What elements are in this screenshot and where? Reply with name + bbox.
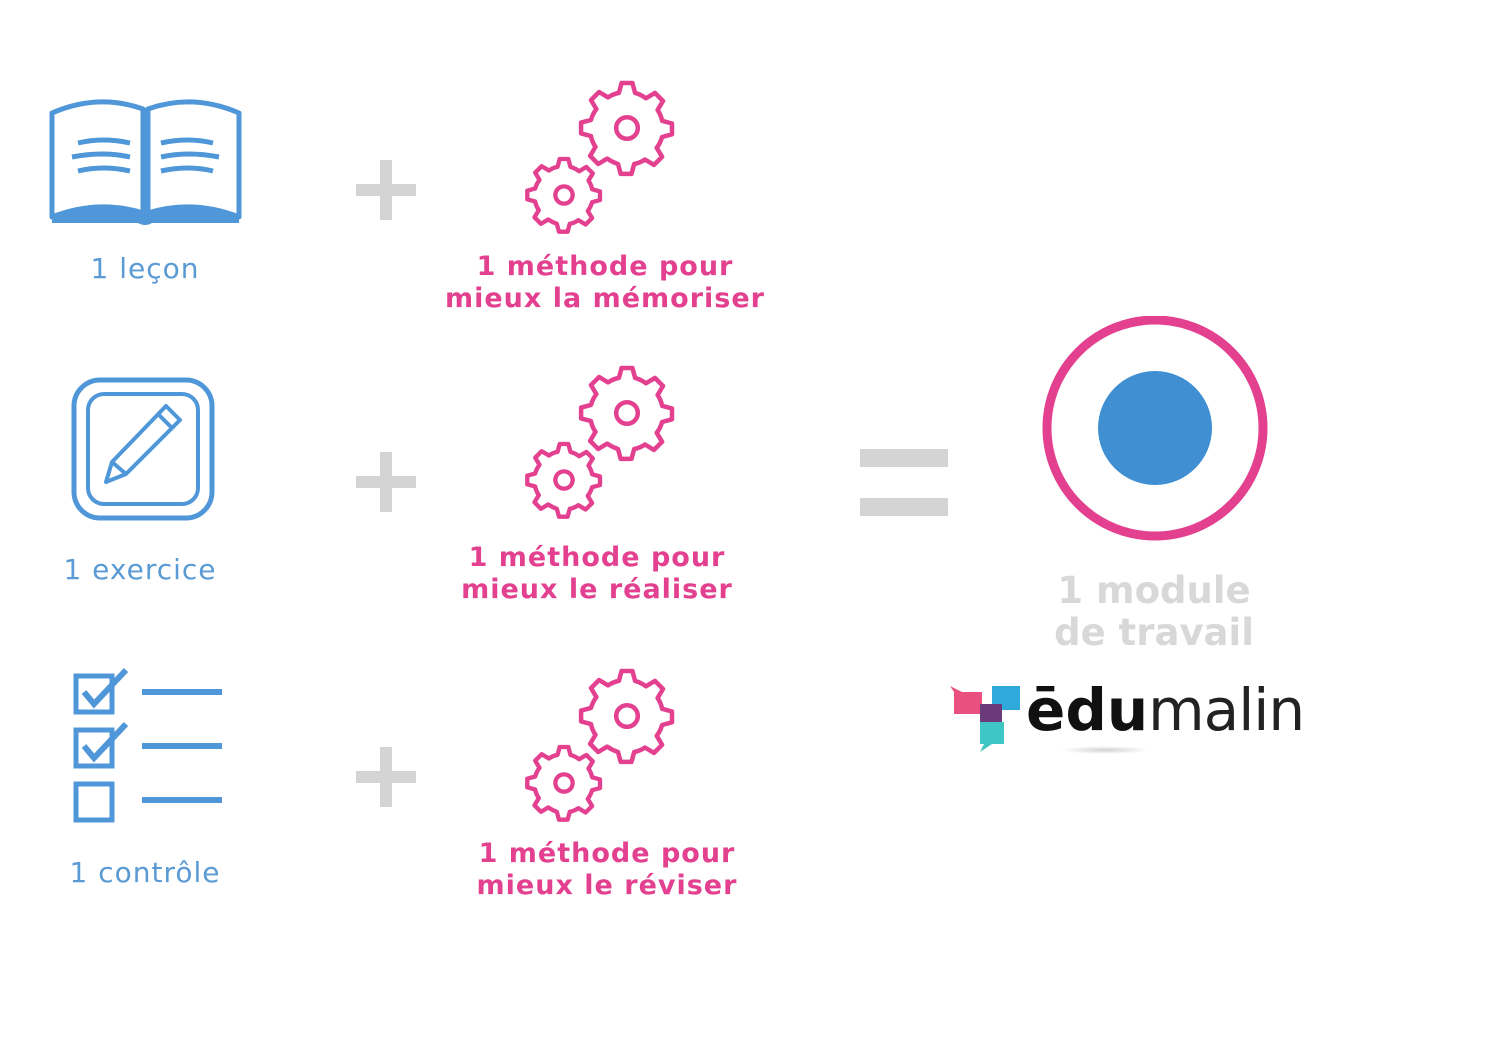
result-label: 1 module de travail: [1054, 569, 1254, 654]
logo-mark: [950, 686, 1020, 752]
method-label-realize: 1 méthode pour mieux le réaliser: [461, 542, 733, 605]
gears-icon: [522, 363, 682, 523]
logo-wordmark: ēdumalin: [1026, 676, 1305, 744]
plus-icon: [356, 452, 416, 512]
plus-icon: [356, 747, 416, 807]
target-icon: [1042, 316, 1268, 541]
gears-icon: [522, 78, 682, 238]
logo-shadow: [1060, 746, 1150, 754]
method-label-revise: 1 méthode pour mieux le réviser: [476, 838, 738, 901]
exercise-label: 1 exercice: [63, 553, 217, 586]
pencil-icon: [71, 377, 215, 521]
equals-icon: [860, 449, 948, 517]
gears-icon: [522, 666, 682, 826]
book-icon: [49, 99, 242, 225]
method-label-memorize: 1 méthode pour mieux la mémoriser: [444, 251, 765, 314]
lesson-label: 1 leçon: [90, 252, 200, 285]
edumalin-logo: ēdumalin: [950, 678, 1340, 758]
test-label: 1 contrôle: [69, 856, 221, 889]
checklist-icon: [73, 667, 222, 823]
plus-icon: [356, 160, 416, 220]
